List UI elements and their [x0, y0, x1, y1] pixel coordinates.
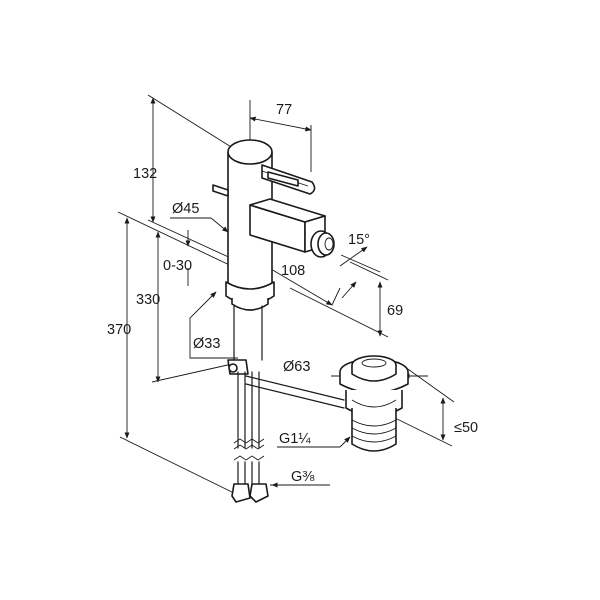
label-top-height: 132: [133, 166, 157, 182]
label-swivel-angle: 15°: [348, 232, 370, 248]
label-lever-reach: 77: [276, 102, 292, 118]
supply-hoses: [231, 371, 269, 503]
label-adjust-range: 0-30: [163, 258, 192, 274]
label-waste-height: ≤50: [454, 420, 478, 436]
label-outlet-drop: 69: [387, 303, 403, 319]
label-projection: 108: [281, 263, 305, 279]
label-waste-diameter: Ø63: [283, 359, 310, 375]
label-waste-thread: G1¼: [279, 431, 311, 447]
label-base-diameter: Ø33: [193, 336, 220, 352]
dimension-lines: [117, 94, 455, 497]
label-overall-height: 370: [107, 322, 131, 338]
waste-assembly: [245, 355, 409, 452]
label-supply-thread: G⅜: [291, 469, 315, 485]
mixer-body: [212, 139, 335, 375]
label-body-diameter: Ø45: [172, 201, 199, 217]
dimension-labels: 77 132 Ø45 0-30 15° 108 330 69 370 Ø33 Ø…: [107, 102, 478, 485]
label-spout-height: 330: [136, 292, 160, 308]
